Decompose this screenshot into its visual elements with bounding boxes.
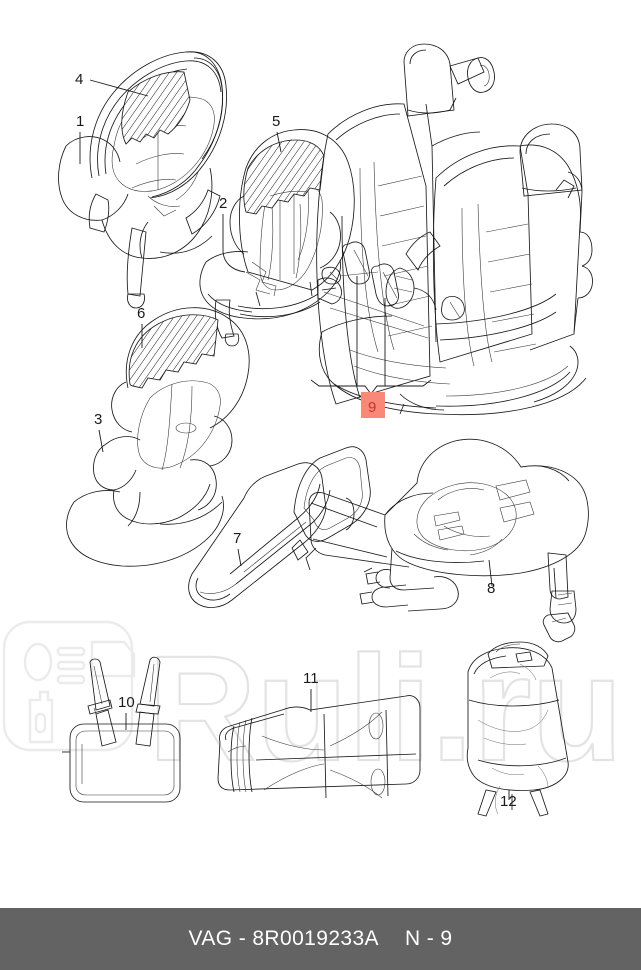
active-callout-highlight[interactable] bbox=[361, 392, 385, 418]
callout-label-12[interactable]: 12 bbox=[500, 793, 517, 810]
part-headrest-mounted-accessory bbox=[62, 656, 181, 803]
callout-label-5[interactable]: 5 bbox=[272, 113, 280, 130]
callout-label-11[interactable]: 11 bbox=[303, 670, 319, 687]
catalog-footer-bar: VAG - 8R0019233A N - 9 bbox=[0, 908, 641, 970]
part-infant-carrier-seat bbox=[58, 51, 227, 309]
part-seat-back-protector bbox=[466, 641, 569, 817]
callout-leader-8 bbox=[488, 559, 493, 587]
callout-label-1[interactable]: 1 bbox=[76, 113, 84, 130]
part-toddler-child-seat bbox=[199, 129, 355, 347]
section-number-label: N - 9 bbox=[404, 927, 453, 950]
callout-label-9[interactable]: 9 bbox=[368, 399, 376, 416]
callout-leader-5 bbox=[276, 131, 282, 153]
footer-text-group: VAG - 8R0019233A N - 9 bbox=[189, 927, 453, 951]
catalog-number-label: VAG - 8R0019233A bbox=[188, 927, 379, 950]
part-rear-seat-protector-mat bbox=[217, 695, 421, 799]
callout-label-7[interactable]: 7 bbox=[233, 530, 241, 547]
callout-number-layer: 1 2 3 4 5 6 7 8 9 10 11 12 bbox=[75, 71, 517, 810]
callout-label-2[interactable]: 2 bbox=[219, 195, 227, 212]
callout-leader-2 bbox=[222, 214, 246, 273]
parts-diagram-canvas: Ruli.ru bbox=[2, 43, 625, 817]
callout-leader-4 bbox=[89, 79, 149, 97]
watermark-layer: Ruli.ru bbox=[2, 620, 624, 793]
parts-diagram-illustration: Ruli.ru bbox=[2, 43, 624, 817]
watermark-text: Ruli.ru bbox=[148, 624, 623, 792]
isofix-anchor-bracket-left bbox=[342, 241, 370, 285]
isofix-anchor-bracket-right bbox=[371, 263, 399, 307]
callout-label-4[interactable]: 4 bbox=[75, 71, 83, 88]
part-rear-bench-seat-assembly bbox=[316, 43, 593, 416]
part-seat-booster-cushion bbox=[188, 446, 371, 608]
ruli-auto-parts-logo bbox=[2, 620, 136, 752]
callout-leader-3 bbox=[98, 429, 104, 453]
callout-label-3[interactable]: 3 bbox=[94, 411, 102, 428]
callout-label-10[interactable]: 10 bbox=[118, 694, 135, 711]
part-booster-child-seat bbox=[66, 307, 250, 567]
callout-label-6[interactable]: 6 bbox=[137, 305, 145, 322]
part-isofix-base-station bbox=[308, 438, 589, 643]
callout-leader-7 bbox=[237, 548, 242, 567]
callout-label-8[interactable]: 8 bbox=[487, 580, 495, 597]
